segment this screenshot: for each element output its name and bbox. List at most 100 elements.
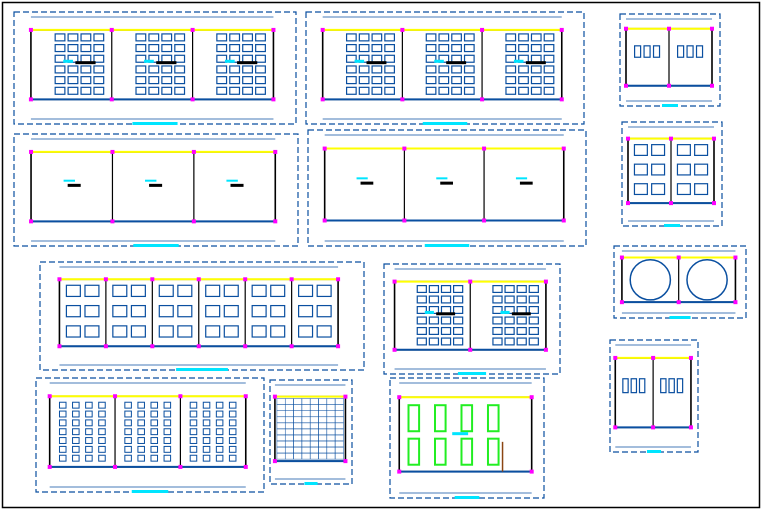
desk — [425, 76, 437, 85]
column — [688, 425, 693, 430]
desk — [67, 33, 79, 42]
floor-tile — [318, 434, 328, 442]
desk — [438, 76, 450, 85]
bench — [85, 410, 93, 418]
table — [633, 163, 648, 176]
desk — [216, 65, 228, 74]
table — [112, 325, 128, 338]
floor-tile — [318, 410, 328, 418]
desk — [93, 54, 105, 63]
table — [270, 325, 286, 338]
desk — [528, 285, 539, 294]
floor-tile — [334, 440, 344, 448]
floor-tile — [284, 410, 294, 418]
column — [626, 136, 630, 141]
floor-tile — [276, 416, 286, 424]
desk — [528, 337, 539, 346]
lab-table — [460, 437, 474, 466]
desk — [135, 86, 147, 95]
desk — [492, 305, 503, 315]
room-tag — [67, 183, 81, 187]
desk — [229, 65, 241, 74]
lab-table — [407, 437, 421, 466]
plan-title-label — [176, 368, 228, 371]
room-label — [354, 59, 365, 63]
desk — [438, 86, 450, 95]
bench — [137, 410, 145, 418]
floor-tile — [293, 452, 303, 460]
bench — [202, 428, 211, 436]
column — [320, 27, 325, 32]
desk — [255, 54, 266, 63]
table — [65, 325, 81, 338]
bench — [202, 410, 211, 418]
fixture — [686, 45, 694, 58]
bench — [150, 445, 159, 453]
desk — [371, 76, 383, 85]
dimension-box — [13, 133, 299, 247]
plan-title-label — [664, 224, 680, 227]
floor-tile — [284, 422, 294, 430]
table — [694, 163, 709, 176]
floor-tile — [301, 446, 311, 454]
desk — [543, 76, 555, 85]
desk — [148, 76, 160, 85]
desk — [516, 326, 527, 335]
desk — [440, 285, 452, 294]
teacher-desk — [75, 61, 96, 65]
column — [273, 149, 278, 154]
floor-tile — [318, 416, 328, 424]
desk — [161, 86, 173, 95]
desk — [504, 337, 515, 346]
floor-tile — [309, 416, 319, 424]
floor-tile — [301, 404, 311, 411]
teacher-desk — [525, 61, 546, 65]
room-tag — [149, 183, 163, 187]
plan-title-label — [131, 490, 169, 493]
floor-tile — [301, 398, 311, 405]
bench — [85, 419, 93, 427]
floor-tile — [309, 440, 319, 448]
desk — [518, 76, 529, 85]
table — [84, 304, 100, 318]
room-tag — [440, 181, 453, 185]
desk — [530, 65, 542, 74]
bench — [228, 419, 237, 427]
desk — [416, 305, 427, 315]
desk — [54, 33, 66, 42]
desk — [416, 285, 427, 294]
bench — [85, 445, 93, 453]
floor-tile — [301, 428, 311, 436]
table — [177, 325, 193, 338]
desk — [135, 54, 147, 63]
table — [270, 284, 286, 298]
desk — [505, 86, 517, 95]
desk — [492, 326, 503, 335]
column — [273, 219, 278, 224]
column — [190, 97, 195, 102]
desk — [161, 44, 173, 53]
floor-tile — [301, 434, 311, 442]
column — [619, 255, 624, 260]
room-label — [224, 59, 235, 63]
desk — [530, 76, 542, 85]
desk — [516, 316, 527, 325]
table — [251, 304, 267, 318]
floor-tile — [334, 404, 344, 411]
floor-tile — [318, 428, 328, 436]
table — [270, 304, 286, 318]
fixture — [630, 378, 638, 394]
desk — [80, 33, 92, 42]
floor-tile — [318, 446, 328, 454]
floor-tile — [293, 434, 303, 442]
room-label — [515, 177, 528, 180]
column — [272, 459, 277, 464]
desk — [416, 295, 427, 304]
desk — [80, 44, 92, 53]
dimension-box — [39, 261, 365, 371]
column — [561, 146, 566, 151]
column — [676, 300, 681, 305]
desk — [451, 44, 462, 53]
bench — [72, 445, 80, 453]
